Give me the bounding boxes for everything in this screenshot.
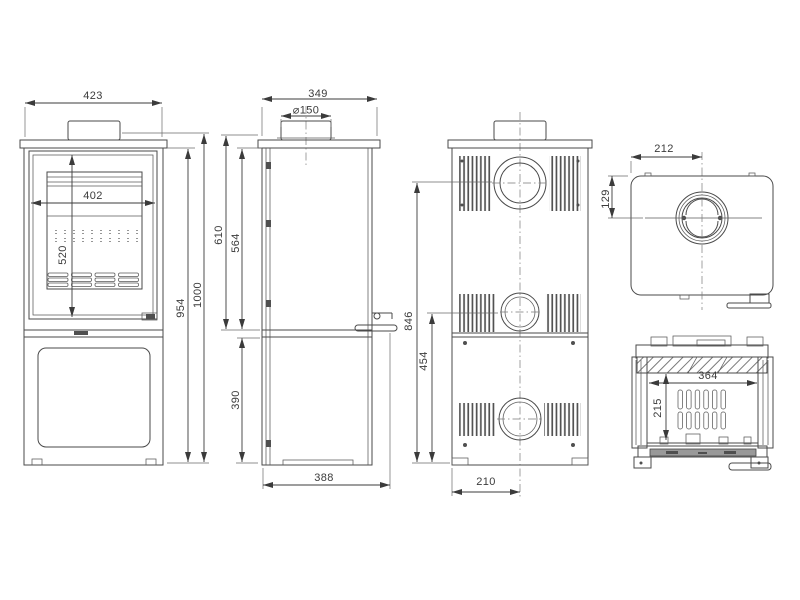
rear-vent-slots — [459, 156, 581, 436]
firebox-opening — [646, 372, 759, 444]
top-flue-offset-y-dim: 129 — [600, 189, 612, 209]
top-flue-offset-x-dim: 212 — [654, 143, 674, 155]
glass-airwash-holes — [51, 238, 143, 242]
side-depth-top-dim: 349 — [308, 88, 328, 100]
firebox-section-view — [631, 335, 774, 471]
section-handle — [728, 462, 772, 471]
front-view — [19, 100, 209, 466]
side-door-height-dim: 564 — [230, 233, 242, 253]
top-handle — [726, 302, 772, 309]
rear-flue-center-height-dim: 846 — [403, 311, 415, 331]
side-base-height-dim: 390 — [230, 390, 242, 410]
front-glass-width-dim: 402 — [83, 190, 103, 202]
firebox-width-dim: 364 — [698, 370, 718, 382]
door-latch — [141, 312, 158, 321]
front-width-dim: 423 — [83, 90, 103, 102]
front-glass-height-dim: 520 — [57, 245, 69, 265]
door-handle — [354, 312, 398, 332]
top-view — [608, 152, 774, 310]
rear-flue-center-offset-dim: 210 — [476, 476, 496, 488]
side-depth-overall-dim: 388 — [314, 472, 334, 484]
side-flue-diameter-dim: ⌀150 — [292, 104, 320, 117]
rear-view — [412, 112, 593, 497]
back-plate-slots — [677, 389, 726, 430]
door-vent-grille — [47, 272, 139, 287]
front-total-height-dim: 1000 — [192, 281, 204, 309]
side-view — [221, 96, 398, 489]
rear-lower-outlet-height-dim: 454 — [418, 351, 430, 371]
side-flue-height-dim: 610 — [213, 225, 225, 245]
log-store-door — [37, 347, 151, 448]
glass-airwash-holes — [55, 230, 139, 234]
firebox-height-dim: 215 — [652, 398, 664, 418]
front-body-height-dim: 954 — [175, 298, 187, 318]
